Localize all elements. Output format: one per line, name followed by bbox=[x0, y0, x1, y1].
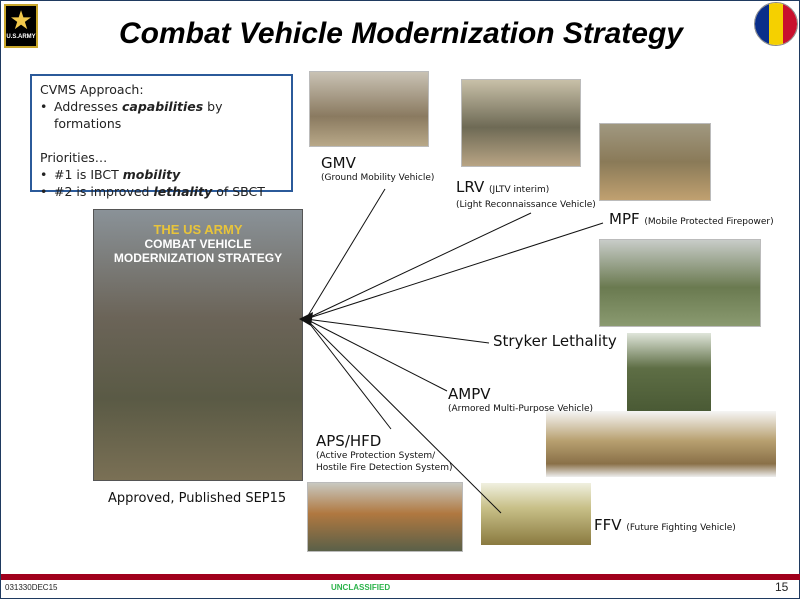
approach-box: CVMS Approach: Addresses capabilities by… bbox=[30, 74, 293, 200]
command-patch-icon bbox=[754, 2, 798, 46]
aps-photo bbox=[307, 482, 463, 552]
label-lrv: LRV (JLTV interim)(Light Reconnaissance … bbox=[456, 178, 596, 211]
approach-bullet: Addresses capabilities by formations bbox=[40, 98, 283, 132]
page-number: 15 bbox=[775, 580, 789, 594]
star-icon: ★ bbox=[9, 5, 33, 35]
slide-title: Combat Vehicle Modernization Strategy bbox=[119, 17, 683, 50]
priority-1: #1 is IBCT mobility bbox=[40, 166, 283, 183]
label-stryker: Stryker Lethality bbox=[493, 332, 617, 350]
gmv-photo bbox=[309, 71, 429, 147]
stryker-atgm-photo bbox=[627, 333, 711, 411]
lrv-photo bbox=[461, 79, 581, 167]
label-ffv: FFV (Future Fighting Vehicle) bbox=[594, 516, 736, 534]
priorities-heading: Priorities… bbox=[40, 150, 108, 165]
us-army-logo: ★U.S.ARMY bbox=[4, 4, 38, 48]
label-aps: APS/HFD(Active Protection System/Hostile… bbox=[316, 432, 453, 474]
cvms-cover-image: THE US ARMY COMBAT VEHICLE MODERNIZATION… bbox=[93, 209, 303, 481]
classification-label: UNCLASSIFIED bbox=[331, 583, 391, 592]
stryker-photo bbox=[599, 239, 761, 327]
footer-bar bbox=[1, 574, 800, 580]
priority-2: #2 is improved lethality of SBCT bbox=[40, 183, 283, 200]
ampv-photo bbox=[546, 411, 776, 477]
mpf-photo bbox=[599, 123, 711, 201]
label-mpf: MPF (Mobile Protected Firepower) bbox=[609, 210, 774, 228]
ffv-photo bbox=[481, 483, 591, 545]
footer-dtg: 031330DEC15 bbox=[5, 583, 58, 592]
cover-caption: Approved, Published SEP15 bbox=[108, 491, 287, 506]
label-gmv: GMV(Ground Mobility Vehicle) bbox=[321, 154, 435, 184]
approach-heading: CVMS Approach: bbox=[40, 82, 144, 97]
label-ampv: AMPV(Armored Multi-Purpose Vehicle) bbox=[448, 385, 594, 415]
